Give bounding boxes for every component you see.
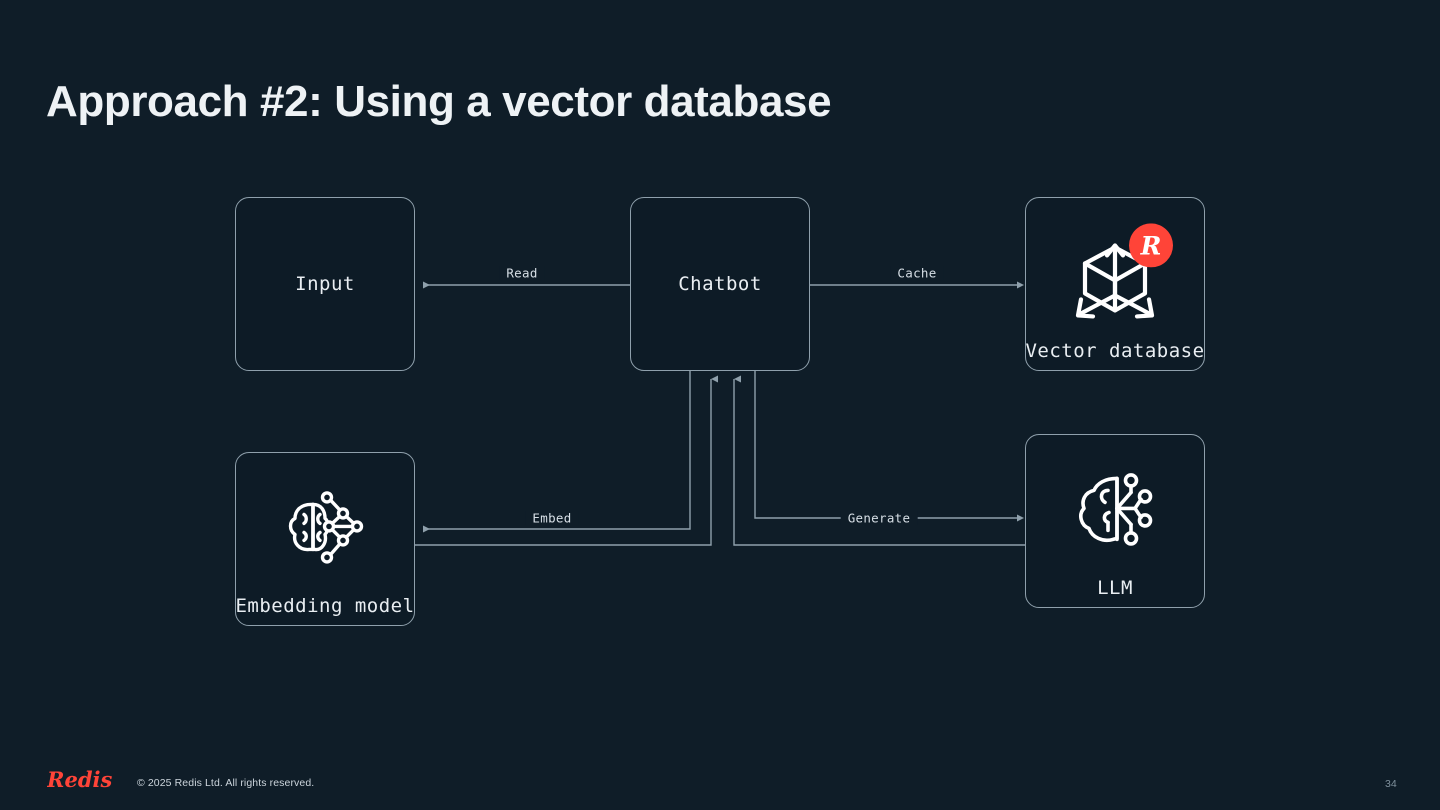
redis-wordmark-logo: Redis	[46, 767, 115, 793]
edge-embed	[423, 371, 691, 533]
node-llm-label: LLM	[1097, 577, 1133, 599]
svg-text:R: R	[1140, 231, 1162, 260]
edge-label-read: Read	[499, 265, 545, 281]
edge-label-generate: Generate	[840, 510, 918, 526]
edge-label-embed: Embed	[525, 510, 579, 526]
redis-logo-badge: R	[1129, 223, 1173, 268]
svg-text:Redis: Redis	[47, 767, 112, 792]
brain-network-icon	[277, 480, 373, 581]
page-number: 34	[1385, 778, 1397, 790]
node-vector-database[interactable]: R Vector database	[1025, 197, 1205, 371]
node-embedding-model-label: Embedding model	[235, 595, 415, 617]
node-llm[interactable]: LLM	[1025, 434, 1205, 608]
footer-copyright: © 2025 Redis Ltd. All rights reserved.	[137, 777, 315, 789]
node-chatbot[interactable]: Chatbot	[630, 197, 810, 371]
node-input[interactable]: Input	[235, 197, 415, 371]
brain-circuit-icon	[1067, 462, 1163, 563]
node-input-label: Input	[295, 273, 355, 295]
edge-generate	[754, 371, 1024, 522]
edge-embed-return	[415, 375, 718, 546]
node-vector-database-label: Vector database	[1025, 340, 1205, 362]
edge-llm-return	[733, 375, 1025, 546]
vector-cube-icon: R	[1067, 223, 1173, 326]
page-title: Approach #2: Using a vector database	[46, 77, 832, 126]
node-embedding-model[interactable]: Embedding model	[235, 452, 415, 626]
edge-label-cache: Cache	[890, 265, 944, 281]
node-chatbot-label: Chatbot	[678, 273, 762, 295]
